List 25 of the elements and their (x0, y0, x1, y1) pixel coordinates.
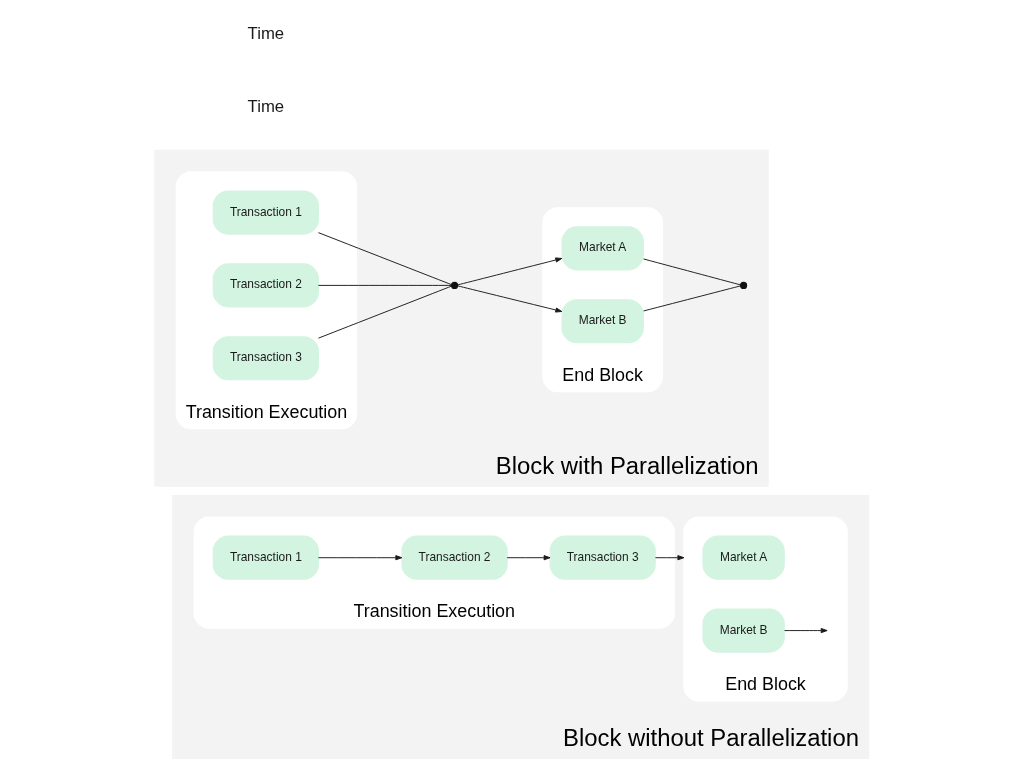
node-box: Transaction 3 (212, 336, 319, 381)
arrow (457, 257, 563, 286)
connector (317, 232, 452, 286)
arrow (654, 555, 685, 561)
node-box: Market A (561, 226, 644, 271)
arrow (317, 555, 403, 561)
node-box: Market B (702, 608, 785, 653)
label: Time (247, 24, 285, 43)
label: Time (247, 96, 285, 116)
arrow (457, 285, 563, 313)
node-box: Market A (702, 535, 785, 580)
node-box: Transaction 2 (401, 535, 508, 580)
connector (317, 285, 452, 339)
arrow (506, 555, 551, 561)
node-circle (450, 281, 459, 289)
node-box: Market B (561, 299, 644, 344)
node-box: Transaction 2 (212, 263, 319, 308)
connector (643, 285, 741, 312)
node-box: Transaction 1 (212, 535, 319, 580)
node-box: Transaction 3 (549, 535, 656, 580)
node-circle (740, 281, 748, 289)
arrow (784, 628, 828, 634)
connector (643, 258, 741, 286)
node-box: Transaction 1 (212, 190, 319, 235)
connector (317, 284, 452, 286)
